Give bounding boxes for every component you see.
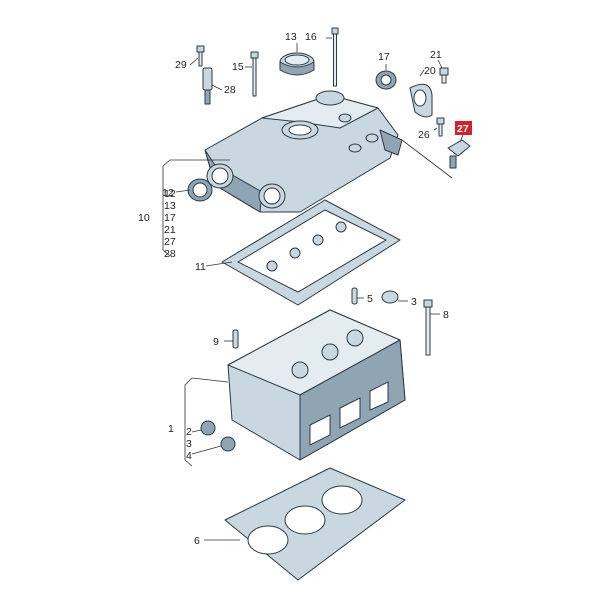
callout-15: 15 — [232, 61, 244, 73]
group-10-item-1: 12 — [164, 188, 176, 200]
bolt-26 — [436, 117, 445, 137]
sensor-27 — [447, 139, 471, 169]
callout-8: 8 — [443, 309, 449, 321]
group-10-item-5: 27 — [164, 236, 176, 248]
dowel-pin-5 — [351, 287, 358, 305]
group-1-item-2: 3 — [186, 438, 192, 450]
seal-12 — [187, 178, 213, 202]
callout-3: 3 — [411, 296, 417, 308]
group-1-item-1: 2 — [186, 426, 192, 438]
callout-16: 16 — [305, 31, 317, 43]
flange-20 — [409, 83, 433, 118]
callout-29: 29 — [175, 59, 187, 71]
plug-2 — [200, 420, 216, 436]
group-10-item-3: 17 — [164, 212, 176, 224]
head-gasket — [224, 467, 406, 581]
callout-26: 26 — [418, 129, 430, 141]
callout-1: 1 — [168, 423, 174, 435]
callout-17-top: 17 — [378, 51, 390, 63]
bolt-15 — [250, 51, 259, 97]
callout-11: 11 — [195, 261, 206, 273]
callout-5: 5 — [367, 293, 373, 305]
oil-filler-cap — [279, 52, 315, 76]
group-10-item-4: 21 — [164, 224, 176, 236]
callout-13-top: 13 — [285, 31, 297, 43]
cylinder-head — [227, 309, 406, 461]
callout-10: 10 — [138, 212, 150, 224]
callout-28-top: 28 — [224, 84, 236, 96]
valve-cover-gasket — [221, 199, 401, 306]
bolt-21 — [439, 67, 449, 84]
callout-21-top: 21 — [430, 49, 442, 61]
group-10-item-6: 28 — [164, 248, 176, 260]
bolt-16 — [331, 27, 339, 87]
plug-3 — [381, 290, 399, 304]
callout-20: 20 — [424, 65, 436, 77]
group-10-item-2: 13 — [164, 200, 176, 212]
callout-12: 12 — [162, 187, 174, 199]
head-bolt-8 — [423, 299, 433, 356]
callout-6: 6 — [194, 535, 200, 547]
cylinder-head-cover — [204, 90, 403, 213]
callout-labels: 29 28 15 13 16 17 20 21 26 27 12 10 12 1… — [138, 31, 472, 547]
dowel-pin-9 — [232, 329, 239, 349]
callout-27: 27 — [457, 123, 469, 135]
group-1-item-3: 4 — [186, 450, 192, 462]
callout-27-highlight[interactable]: 27 — [455, 121, 472, 135]
highlight-box — [455, 121, 472, 135]
seal-17 — [375, 70, 397, 90]
callout-9: 9 — [213, 336, 219, 348]
bolt-29 — [196, 45, 205, 67]
plug-4 — [220, 436, 236, 452]
leader-lines — [162, 37, 464, 541]
valve-28 — [202, 67, 213, 105]
